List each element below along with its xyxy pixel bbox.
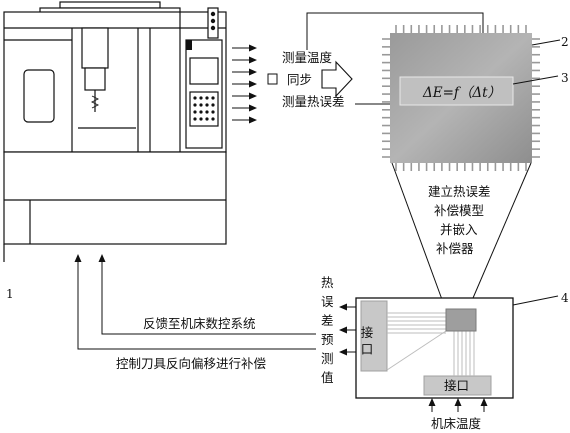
sync-hollow-arrow [321, 60, 353, 98]
svg-text:值: 值 [321, 370, 334, 385]
callout-1: 1 [6, 287, 14, 301]
prediction-vertical-label: 热 误 差 预 测 值 [321, 275, 334, 385]
projection-left [391, 162, 445, 306]
svg-text:误: 误 [321, 294, 334, 309]
machine-tool [3, 1, 227, 262]
interface-left-label: 接口 [359, 325, 374, 359]
leader-3 [512, 75, 559, 85]
leader-2 [531, 39, 561, 46]
control-panel-buttons [186, 11, 216, 121]
svg-text:差: 差 [321, 313, 334, 328]
chip-formula: ΔE=f（Δt） [422, 85, 501, 101]
bus-lines [386, 312, 475, 376]
callout-3: 3 [561, 71, 569, 85]
feedback-line [98, 254, 316, 335]
svg-text:预: 预 [321, 332, 334, 347]
control-text: 控制刀具反向偏移进行补偿 [116, 356, 266, 371]
label-measure-thermal-error: 测量热误差 [282, 94, 345, 109]
svg-text:热: 热 [321, 275, 334, 290]
interface-bottom-label: 接口 [444, 378, 469, 393]
sync-box [267, 73, 278, 85]
build-model-line-2: 补偿模型 [434, 203, 484, 218]
chip-pins [382, 25, 540, 171]
build-model-line-4: 补偿器 [436, 241, 474, 256]
label-measure-temperature: 测量温度 [282, 50, 333, 65]
connector-temperature [306, 12, 487, 50]
projection-right [469, 162, 532, 306]
callout-2: 2 [561, 35, 569, 49]
svg-text:测: 测 [321, 351, 334, 366]
feedback-text: 反馈至机床数控系统 [143, 316, 256, 331]
interface-left-box [360, 300, 388, 372]
callout-4: 4 [561, 291, 569, 305]
mini-chip [445, 308, 477, 332]
machine-temperature-arrows [428, 398, 488, 412]
signal-arrows [232, 44, 257, 124]
prediction-arrows [339, 303, 356, 356]
build-model-line-3: 并嵌入 [440, 222, 478, 237]
machine-temperature-label: 机床温度 [431, 416, 482, 431]
label-sync: 同步 [287, 72, 312, 87]
build-model-line-1: 建立热误差 [428, 184, 491, 199]
formula-box [399, 76, 514, 106]
control-line [74, 254, 316, 350]
leader-4 [512, 295, 559, 306]
